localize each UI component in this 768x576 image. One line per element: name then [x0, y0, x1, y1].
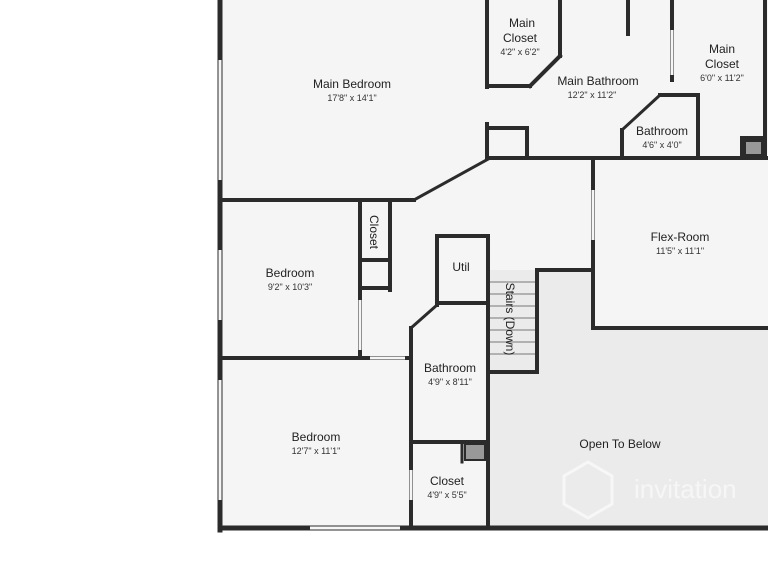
main-closet-1-name-1: Main [509, 16, 535, 30]
bedroom-1-name: Bedroom [266, 266, 315, 280]
main-closet-1-dims: 4'2" x 6'2" [500, 47, 539, 57]
flex-room-floor [593, 160, 768, 328]
stair-treads [490, 281, 535, 355]
bedroom-2-dims: 12'7" x 11'1" [292, 446, 341, 456]
hatched-box-hall [464, 443, 486, 461]
main-closet-2-name-1: Main [709, 42, 735, 56]
hall-closet-name: Closet [430, 474, 465, 488]
main-closet-2-name-2: Closet [705, 57, 740, 71]
main-bathroom-name: Main Bathroom [557, 74, 638, 88]
bedroom-1-dims: 9'2" x 10'3" [268, 282, 312, 292]
hall-closet-dims: 4'9" x 5'5" [427, 490, 466, 500]
small-bathroom-dims: 4'6" x 4'0" [642, 140, 681, 150]
bedroom-2-name: Bedroom [292, 430, 341, 444]
main-closet-2-dims: 6'0" x 11'2" [700, 73, 744, 83]
watermark-text: invitation [634, 474, 737, 504]
main-closet-1-name-2: Closet [503, 31, 538, 45]
small-bathroom-name: Bathroom [636, 124, 688, 138]
main-bedroom-dims: 17'8" x 14'1" [327, 93, 376, 103]
hall-bathroom-dims: 4'9" x 8'11" [428, 377, 472, 387]
hatched-box-top [744, 140, 763, 156]
open-to-below-name: Open To Below [579, 437, 660, 451]
stairs-name: Stairs (Down) [503, 283, 517, 356]
flex-room-dims: 11'5" x 11'1" [656, 246, 704, 256]
util-name: Util [452, 260, 469, 274]
openings [218, 30, 674, 530]
hall-bathroom-name: Bathroom [424, 361, 476, 375]
watermark-logo [562, 460, 614, 520]
flex-room-name: Flex-Room [651, 230, 710, 244]
main-bedroom-name: Main Bedroom [313, 77, 391, 91]
main-bathroom-dims: 12'2" x 11'2" [568, 90, 617, 100]
closet-vertical-name: Closet [367, 215, 381, 250]
